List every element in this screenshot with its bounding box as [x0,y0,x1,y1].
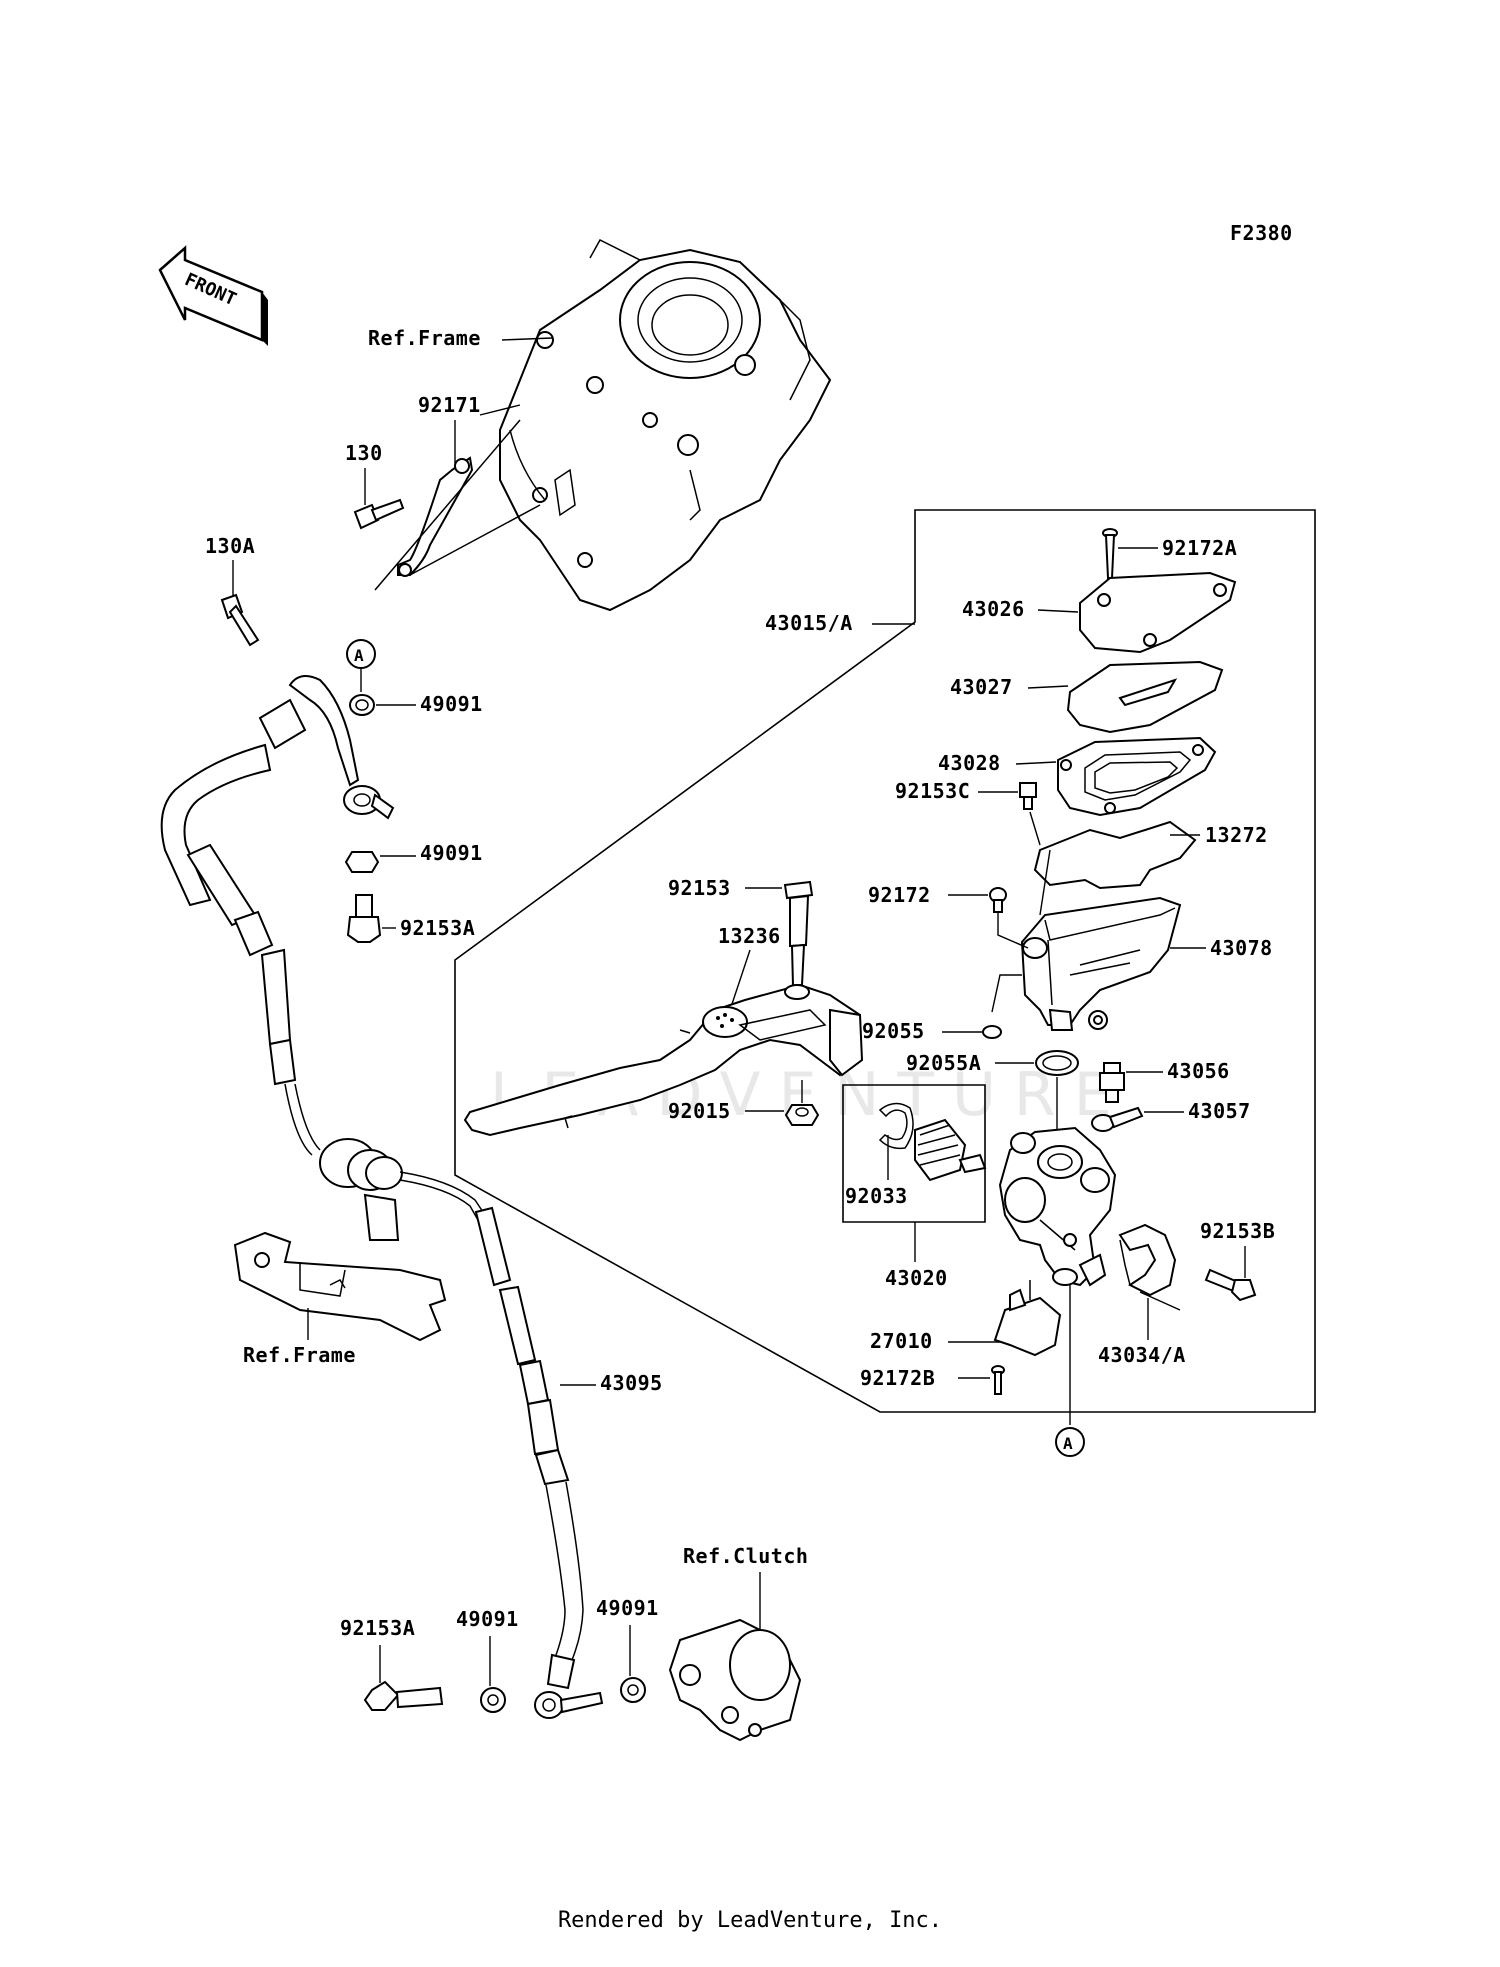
washer-49091-top [349,694,375,716]
part-13272-label: 13272 [1205,823,1268,847]
washer-49091-bottom-right [620,1677,646,1703]
diagram-code: F2380 [1230,221,1293,245]
master-cylinder-body [998,1126,1117,1287]
pivot-bolt-92153 [783,880,814,988]
part-43034A-label: 43034/A [1098,1343,1186,1367]
part-49091-bl-label: 49091 [456,1607,519,1631]
part-92055A-label: 92055A [906,1051,981,1075]
leader [1029,811,1041,846]
clutch-lever [463,983,864,1137]
part-43026-label: 43026 [962,597,1025,621]
reservoir-cap-43026 [1079,571,1237,654]
leader [501,337,553,341]
part-43015A-label: 43015/A [765,611,853,635]
screw-92172B [991,1365,1005,1395]
reservoir-body-43078 [1020,896,1182,1031]
part-130-label: 130 [345,441,383,465]
banjo-bolt-92153A-top [346,894,382,943]
part-49091-mid-label: 49091 [420,841,483,865]
part-92172B-label: 92172B [860,1366,935,1390]
screw-92172 [989,887,1007,913]
part-43056-label: 43056 [1167,1059,1230,1083]
part-92172A-label: 92172A [1162,536,1237,560]
part-43095-label: 43095 [600,1371,663,1395]
hose-upper [160,675,395,957]
bleeder-cap-43057 [1091,1106,1144,1132]
part-92033-label: 92033 [845,1184,908,1208]
part-92172-label: 92172 [868,883,931,907]
hose-long [260,948,604,1719]
banjo-bolt-92153A-bottom [363,1680,444,1711]
leader [1015,761,1057,765]
leader [1037,609,1079,613]
part-27010-label: 27010 [870,1329,933,1353]
part-43078-label: 43078 [1210,936,1273,960]
leader [479,404,521,416]
part-49091-top-label: 49091 [420,692,483,716]
ref-frame-top-label: Ref.Frame [368,326,481,350]
part-92153A-top-label: 92153A [400,916,475,940]
leader [1027,685,1069,689]
assembly-boundary [454,509,1316,1413]
washer-49091-mid [344,851,380,873]
frame-head-illustration [499,239,832,612]
circlip-and-piston [878,1102,987,1182]
callout-a-top-label: A [354,646,364,665]
part-92153B-label: 92153B [1200,1219,1275,1243]
callout-a-bottom-circle [1055,1427,1085,1457]
clutch-switch-27010 [993,1280,1062,1357]
clamp-43034A [1118,1223,1177,1297]
part-92153A-bottom-label: 92153A [340,1616,415,1640]
leader [997,912,1029,949]
part-92015-label: 92015 [668,1099,731,1123]
bracket-92171 [374,419,541,591]
bolt-130 [353,498,405,530]
reservoir-plate-43027 [1066,660,1224,734]
clutch-slave-cylinder [668,1618,802,1742]
footer-credit: Rendered by LeadVenture, Inc. [557,1908,943,1933]
piston-kit-box [842,1084,986,1223]
part-43020-label: 43020 [885,1266,948,1290]
gasket-13272 [1033,820,1197,890]
front-arrow-icon: FRONT [158,245,268,346]
nut-92015 [784,1104,820,1126]
part-49091-br-label: 49091 [596,1596,659,1620]
part-130A-label: 130A [205,534,255,558]
bolt-92153B [1204,1268,1257,1302]
bolt-130A [220,593,260,647]
o-ring-92055A [1035,1050,1079,1076]
part-43028-label: 43028 [938,751,1001,775]
ref-clutch-label: Ref.Clutch [683,1544,808,1568]
leader [1039,849,1051,916]
part-92055-label: 92055 [862,1019,925,1043]
ref-frame-bottom-label: Ref.Frame [243,1343,356,1367]
leader [1139,1291,1181,1311]
leader [991,974,1022,1013]
part-92171-label: 92171 [418,393,481,417]
bleeder-43056 [1099,1062,1125,1103]
diaphragm-43028 [1057,736,1217,817]
part-43057-label: 43057 [1188,1099,1251,1123]
frame-bracket-bottom [233,1193,447,1342]
part-43027-label: 43027 [950,675,1013,699]
bolt-92153C [1019,782,1037,810]
part-92153-label: 92153 [668,876,731,900]
washer-49091-bottom-left [480,1687,506,1713]
part-92153C-label: 92153C [895,779,970,803]
o-ring-92055 [982,1025,1002,1039]
part-13236-label: 13236 [718,924,781,948]
callout-a-bottom-label: A [1063,1434,1073,1453]
screw-92172A [1102,528,1118,579]
